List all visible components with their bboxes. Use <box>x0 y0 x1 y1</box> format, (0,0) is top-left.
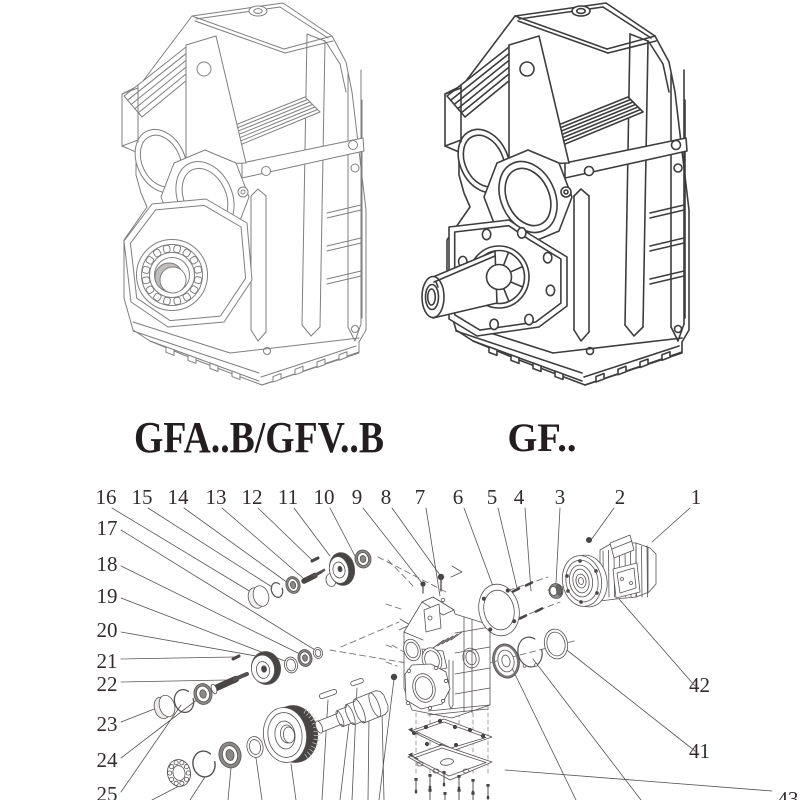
svg-text:15: 15 <box>132 485 153 509</box>
svg-text:41: 41 <box>689 739 710 763</box>
svg-text:13: 13 <box>206 485 227 509</box>
svg-text:3: 3 <box>555 485 566 509</box>
svg-text:17: 17 <box>97 516 118 540</box>
svg-text:GFA..B/GFV..B: GFA..B/GFV..B <box>134 413 384 462</box>
svg-text:GF..: GF.. <box>508 415 577 460</box>
svg-text:10: 10 <box>314 485 335 509</box>
svg-text:18: 18 <box>97 552 118 576</box>
svg-text:12: 12 <box>242 485 263 509</box>
svg-text:42: 42 <box>689 673 710 697</box>
svg-text:1: 1 <box>691 485 702 509</box>
svg-text:9: 9 <box>352 485 363 509</box>
svg-text:43: 43 <box>778 787 799 800</box>
svg-text:23: 23 <box>97 712 118 736</box>
svg-text:4: 4 <box>514 485 525 509</box>
svg-text:20: 20 <box>97 618 118 642</box>
svg-text:6: 6 <box>453 485 464 509</box>
svg-text:2: 2 <box>615 485 626 509</box>
svg-text:8: 8 <box>381 485 392 509</box>
svg-text:24: 24 <box>97 748 119 772</box>
svg-text:7: 7 <box>415 485 426 509</box>
svg-text:16: 16 <box>96 485 117 509</box>
svg-text:14: 14 <box>168 485 190 509</box>
svg-text:5: 5 <box>487 485 498 509</box>
svg-text:25: 25 <box>97 782 118 800</box>
svg-text:19: 19 <box>97 584 118 608</box>
svg-text:21: 21 <box>97 649 118 673</box>
svg-text:22: 22 <box>97 672 118 696</box>
svg-text:11: 11 <box>278 485 298 509</box>
